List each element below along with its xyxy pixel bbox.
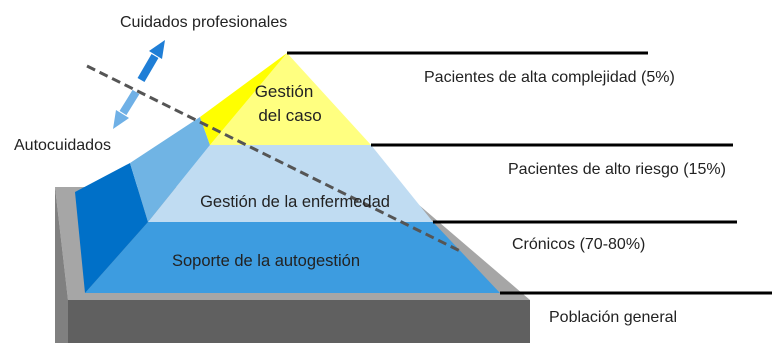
tier-self-management-left [75, 163, 148, 293]
population-high-risk-label: Pacientes de alto riesgo (15%) [508, 161, 726, 178]
case-management-label-line2: del caso [258, 106, 321, 125]
disease-management-label: Gestión de la enfermedad [200, 193, 390, 211]
tier-case-management-left [200, 53, 287, 145]
arrow-up-icon [149, 40, 165, 59]
arrow-down-shaft [119, 89, 140, 116]
base-platform-front [68, 300, 530, 343]
population-high-complexity-label: Pacientes de alta complejidad (5%) [424, 69, 675, 86]
left-label: Autocuidados [14, 137, 111, 154]
base-platform-left-side [55, 187, 68, 343]
tier-disease-management-front [148, 145, 433, 222]
top-label: Cuidados profesionales [120, 14, 287, 31]
tier-self-management-front [85, 222, 500, 293]
case-management-label-line1: Gestión [255, 82, 314, 101]
arrow-down-icon [113, 110, 129, 129]
tier-disease-management-left [130, 117, 210, 222]
population-chronic-label: Crónicos (70-80%) [512, 236, 645, 253]
self-management-support-label: Soporte de la autogestión [172, 252, 360, 270]
population-general-label: Población general [549, 309, 677, 326]
arrow-up-shaft [137, 53, 159, 83]
tier-case-management-front [210, 53, 371, 145]
